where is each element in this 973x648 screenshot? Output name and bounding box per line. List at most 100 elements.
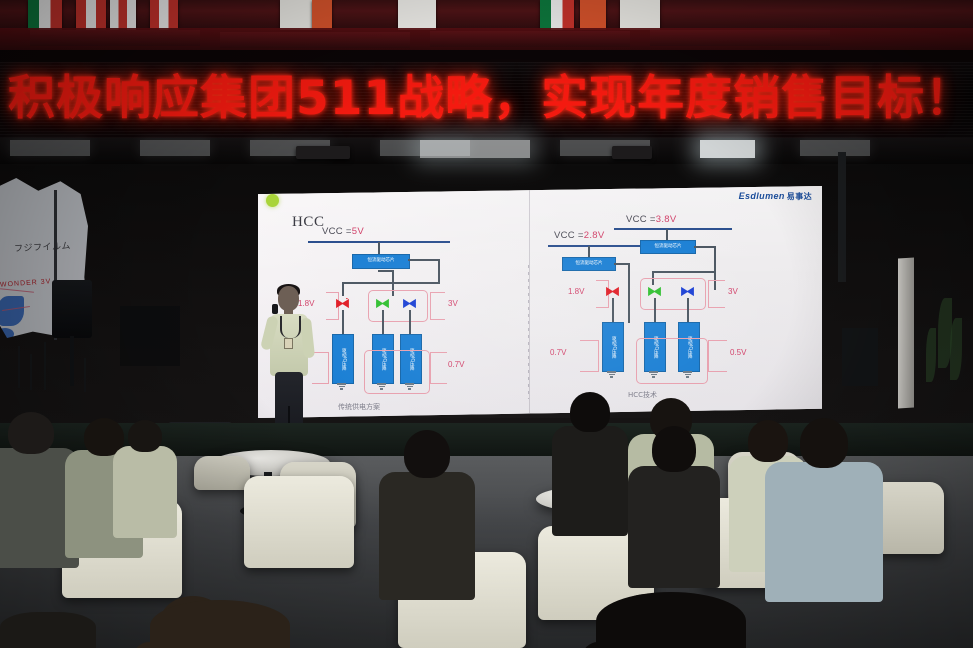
white-display-panel xyxy=(898,257,914,409)
wire xyxy=(588,246,590,258)
ground-symbol xyxy=(337,383,346,390)
flag-austria xyxy=(150,0,178,30)
wire xyxy=(378,270,394,272)
ground-symbol xyxy=(377,383,386,390)
microphone xyxy=(272,304,278,314)
brand-name: Esdlumen xyxy=(738,191,785,201)
led-banner: 积极响应集团511战略，实现年度销售目标！ xyxy=(0,62,973,138)
right-led-3v-voltage: 3V xyxy=(728,287,738,296)
left-sink-1: 驱动IC压降 xyxy=(332,334,354,384)
ceiling-area xyxy=(0,0,973,68)
audience-head xyxy=(800,418,848,468)
right-led-group-box xyxy=(640,278,706,310)
wire xyxy=(342,282,344,296)
ceiling-light xyxy=(800,140,870,156)
audience-body xyxy=(552,426,628,536)
audience-body xyxy=(113,446,177,538)
right-bracket-3v xyxy=(708,280,725,308)
mural-sub-text: WONDER 3V xyxy=(0,278,52,289)
flag-plain-white xyxy=(280,0,312,30)
right-lower-group-box xyxy=(636,338,708,384)
wire xyxy=(628,263,630,323)
vcc-value: 3.8V xyxy=(655,214,677,225)
right-bracket-low-1 xyxy=(580,340,599,372)
vcc-value: 5V xyxy=(351,226,364,237)
wire xyxy=(408,259,440,261)
right-led-red-voltage: 1.8V xyxy=(568,287,585,296)
left-led-3v-voltage: 3V xyxy=(448,299,458,308)
ceiling-panel xyxy=(30,30,200,46)
flag-italy-2 xyxy=(540,0,574,30)
ceiling-panel xyxy=(430,31,630,47)
mural-line xyxy=(0,288,34,293)
flag-white-2 xyxy=(620,0,660,30)
audience-head xyxy=(652,426,696,472)
wire xyxy=(694,246,716,248)
wire xyxy=(714,246,716,290)
wire xyxy=(614,263,630,265)
mic-stand xyxy=(84,358,86,392)
mural-brand-text: フジフイルム xyxy=(13,241,72,255)
truss-pole xyxy=(838,152,846,282)
side-speaker xyxy=(842,328,878,386)
left-lower-group-box xyxy=(364,350,430,394)
chair xyxy=(194,456,250,490)
audience-head-front-right xyxy=(596,592,746,648)
wire xyxy=(382,310,384,336)
right-sink-1: 驱动IC压降 xyxy=(602,322,624,372)
flag-south-korea xyxy=(398,0,436,30)
flag-white-red xyxy=(110,0,136,30)
ceiling-light xyxy=(10,140,90,156)
left-diagram-caption: 传统供电方案 xyxy=(338,403,380,411)
audience-head-front-left xyxy=(150,600,290,648)
left-sink-3: 驱动IC压降 xyxy=(400,334,422,384)
mic-stand xyxy=(44,342,46,390)
wire xyxy=(687,298,689,324)
ceiling-panel xyxy=(650,30,830,46)
right-vcc-high-label: VCC =3.8V xyxy=(626,214,677,225)
presenter-lanyard xyxy=(280,316,301,338)
wire xyxy=(612,298,614,324)
left-bracket-3v xyxy=(430,292,445,320)
wire xyxy=(342,282,440,284)
plant-leaf xyxy=(950,318,962,380)
plant-leaf xyxy=(926,328,936,382)
wire xyxy=(652,271,714,273)
left-sink-2: 驱动IC压降 xyxy=(372,334,394,384)
slide-center-divider xyxy=(528,190,530,413)
pa-speaker xyxy=(52,280,92,338)
left-circuit-diagram: VCC =5V 恒流驱动芯片 1.8V 3V xyxy=(280,226,530,411)
wire xyxy=(378,242,380,254)
ground-symbol xyxy=(649,371,658,378)
mic-stand xyxy=(18,346,20,388)
right-voltage-low-right: 0.5V xyxy=(730,348,747,357)
right-driver-chip-low: 恒流驱动芯片 xyxy=(562,257,616,271)
wire xyxy=(438,259,440,283)
left-bracket-low-1 xyxy=(312,352,329,384)
led-red-symbol xyxy=(336,298,350,309)
audience-head xyxy=(748,420,788,462)
right-voltage-low-left: 0.7V xyxy=(550,348,567,357)
slide-badge-icon xyxy=(266,194,279,207)
wire xyxy=(409,310,411,336)
left-driver-chip: 恒流驱动芯片 xyxy=(352,254,410,269)
left-bracket-low-2 xyxy=(430,352,447,384)
ceiling-light xyxy=(140,140,210,156)
right-driver-chip-high: 恒流驱动芯片 xyxy=(640,240,696,254)
led-green-symbol xyxy=(648,286,661,297)
right-vcc-low-label: VCC =2.8V xyxy=(554,230,605,241)
audience-body xyxy=(628,466,720,588)
plant-leaf xyxy=(938,298,952,368)
audience-head-front-corner xyxy=(0,612,96,648)
projector-secondary xyxy=(612,146,652,159)
mural-shape xyxy=(0,328,14,338)
wire xyxy=(666,229,668,241)
flag-orange xyxy=(312,0,332,30)
left-voltage-low-right: 0.7V xyxy=(448,360,465,369)
audience-body xyxy=(379,472,475,600)
brand-name-cn: 易事达 xyxy=(786,192,812,201)
mural-shape xyxy=(0,296,24,326)
wire xyxy=(654,298,656,324)
chair-foreground xyxy=(244,476,354,568)
